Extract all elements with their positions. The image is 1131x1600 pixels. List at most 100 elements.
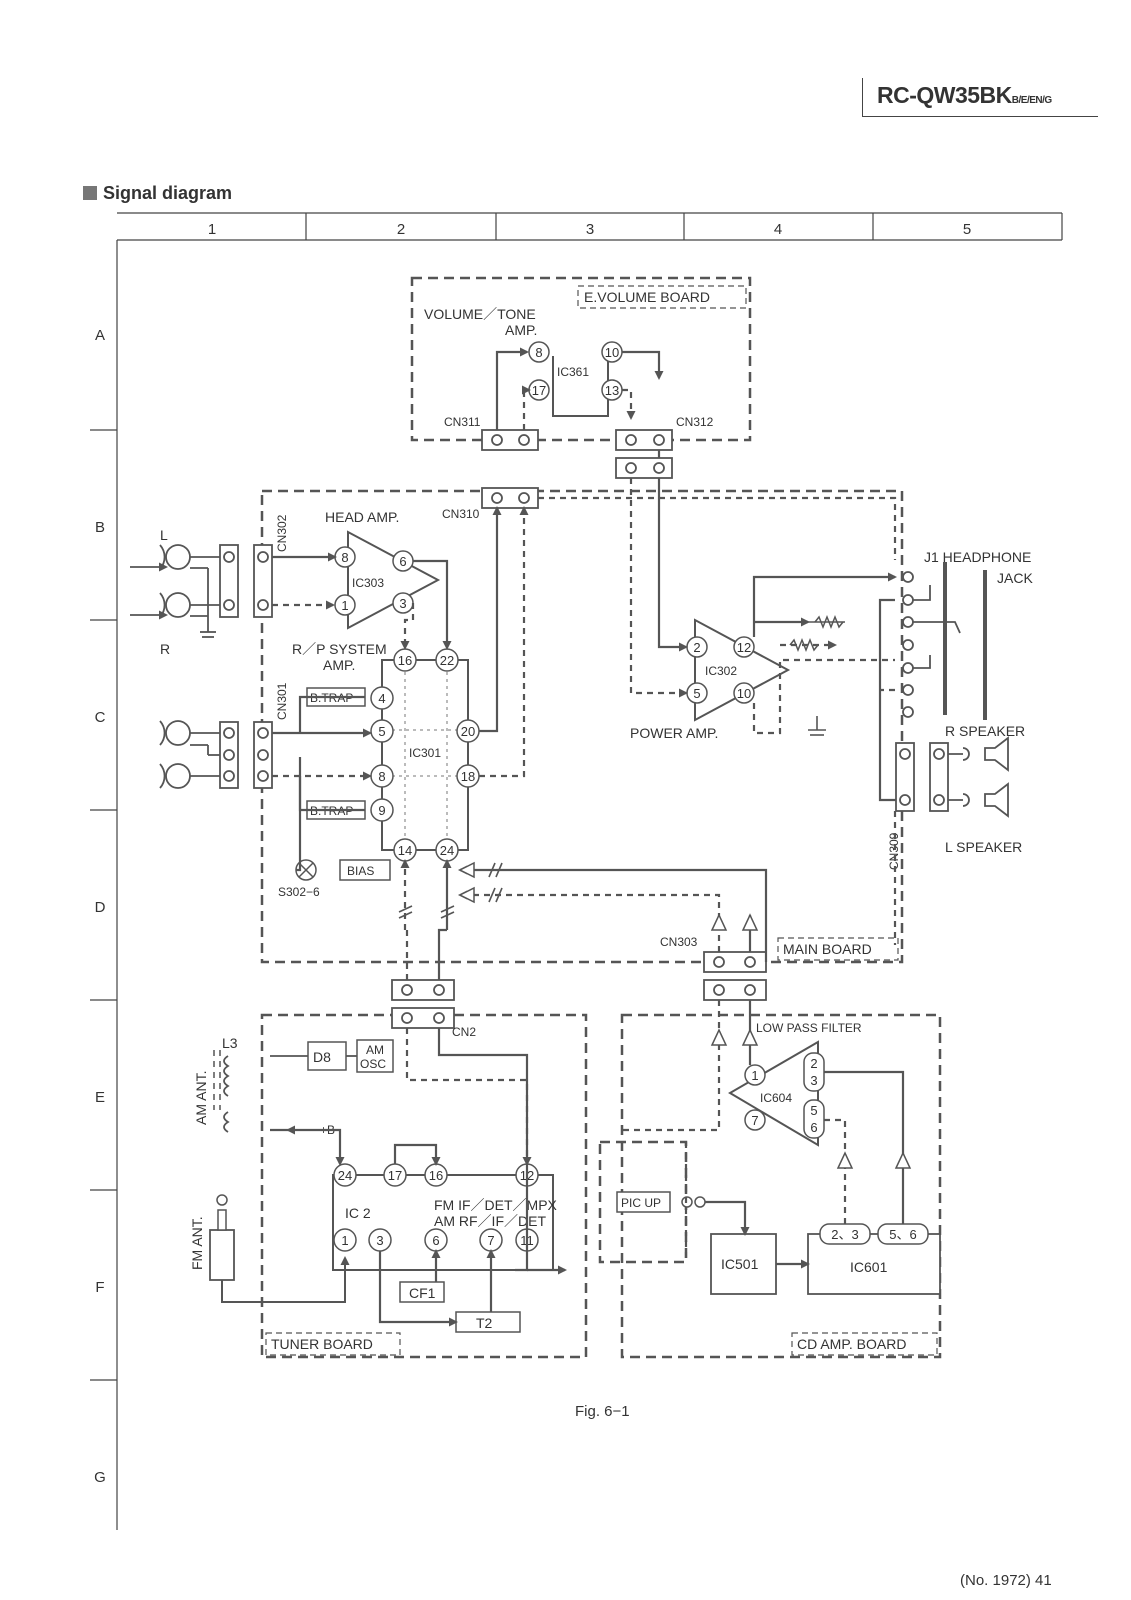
ic601-pin-5-6: 5、6 xyxy=(889,1227,916,1242)
l3-coil-icon xyxy=(223,1055,230,1097)
resistors xyxy=(789,614,844,653)
ic601-label: IC601 xyxy=(850,1259,888,1275)
page-number: (No. 1972) 41 xyxy=(960,1572,1052,1589)
btrap-blocks: B.TRAP B.TRAP BIAS S302−6 xyxy=(278,687,391,899)
am-osc-label-1: AM xyxy=(366,1043,384,1057)
input-l-label: L xyxy=(160,527,168,543)
ic301-block: R／P SYSTEM AMP. IC301 16 22 4 5 20 8 18 … xyxy=(292,641,480,862)
page-title: RC-QW35BKB/E/EN/G xyxy=(877,82,1052,109)
grid-row-b: B xyxy=(95,519,105,536)
signal-lines-dashed xyxy=(272,385,897,1262)
rp-system-label: R／P SYSTEM xyxy=(292,641,387,657)
ic301-pin-22: 22 xyxy=(440,653,454,668)
ic301-pin-14: 14 xyxy=(398,843,412,858)
grid-frame xyxy=(90,212,1063,1530)
grid-col-5: 5 xyxy=(963,221,971,238)
grid-row-e: E xyxy=(95,1089,105,1106)
cn302-label: CN302 xyxy=(275,514,289,552)
ic2-pin-7: 7 xyxy=(487,1233,494,1248)
ic302-label: IC302 xyxy=(705,664,737,678)
model-suffix: B/E/EN/G xyxy=(1011,95,1052,106)
head-amp-label: HEAD AMP. xyxy=(325,509,399,525)
low-pass-filter-label: LOW PASS FILTER xyxy=(756,1021,862,1035)
t2-label: T2 xyxy=(476,1315,493,1331)
ic2-pin-1: 1 xyxy=(341,1233,348,1248)
title-rule xyxy=(862,78,863,116)
cn310-label: CN310 xyxy=(442,507,480,521)
volume-tone-amp-label: AMP. xyxy=(505,322,537,338)
ic301-pin-4: 4 xyxy=(378,691,385,706)
evolume-board-label: E.VOLUME BOARD xyxy=(584,289,710,305)
ic303-pin-6: 6 xyxy=(399,554,406,569)
tuner-board-label: TUNER BOARD xyxy=(271,1336,373,1352)
ic2-function-2: AM RF／IF／DET xyxy=(434,1213,546,1229)
j1-headphone-label: J1 HEADPHONE xyxy=(924,549,1031,565)
bias-label: BIAS xyxy=(347,864,374,878)
heading-marker-icon xyxy=(83,186,97,200)
ic501-label: IC501 xyxy=(721,1256,759,1272)
ic604-pin-7: 7 xyxy=(751,1113,758,1128)
ic303-pin-8: 8 xyxy=(341,550,348,565)
ic303-pin-3: 3 xyxy=(399,596,406,611)
am-osc-label-2: OSC xyxy=(360,1057,386,1071)
ic2-function-1: FM IF／DET／MPX xyxy=(434,1197,558,1213)
ic361-pin-10: 10 xyxy=(605,345,619,360)
ic303-label: IC303 xyxy=(352,576,384,590)
ic604-pin-1: 1 xyxy=(751,1068,758,1083)
grid-row-d: D xyxy=(95,899,106,916)
bias-lamp-icon xyxy=(298,862,314,878)
l-speaker-icon xyxy=(984,782,1009,818)
model-name: RC-QW35BK xyxy=(877,82,1012,108)
connector-labels: CN311 CN312 CN310 CN2 CN303 CN302 CN301 … xyxy=(275,415,901,1039)
ic604-pin-2: 2 xyxy=(810,1056,817,1071)
cd-amp-section: LOW PASS FILTER IC604 1 2 3 5 6 7 PIC UP… xyxy=(616,1021,941,1295)
figure-caption: Fig. 6−1 xyxy=(575,1403,630,1420)
ic301-pin-24: 24 xyxy=(440,843,454,858)
connectors xyxy=(219,429,949,1029)
cn311-label: CN311 xyxy=(444,415,481,429)
rp-system-amp-label: AMP. xyxy=(323,657,355,673)
ic361-pin-8: 8 xyxy=(535,345,542,360)
ic361-block: VOLUME／TONE AMP. IC361 8 10 17 13 xyxy=(424,306,623,417)
ic604-pin-3: 3 xyxy=(810,1073,817,1088)
ic302-pin-12: 12 xyxy=(737,640,751,655)
grid-row-f: F xyxy=(95,1279,104,1296)
grid-col-4: 4 xyxy=(774,221,782,238)
r-speaker-icon xyxy=(984,736,1009,772)
section-title: Signal diagram xyxy=(103,183,233,203)
ic2-pin-24: 24 xyxy=(338,1168,352,1183)
ic301-pin-5: 5 xyxy=(378,724,385,739)
cd-amp-board-label: CD AMP. BOARD xyxy=(797,1336,906,1352)
main-board-outline xyxy=(260,489,904,964)
grid-col-2: 2 xyxy=(397,221,405,238)
ic301-pin-16: 16 xyxy=(398,653,412,668)
cn2-label: CN2 xyxy=(452,1025,476,1039)
cd-signal-arrows xyxy=(458,861,912,1169)
tape-input-jacks xyxy=(130,544,220,638)
cn312-label: CN312 xyxy=(676,415,714,429)
ic361-pin-17: 17 xyxy=(532,383,546,398)
title-underline xyxy=(862,116,1098,117)
tuner-section: L3 AM ANT. D8 AM OSC +B FM ANT. IC 2 FM … xyxy=(189,1035,558,1333)
ic302-block: IC302 2 12 5 10 POWER AMP. xyxy=(630,618,791,741)
board-labels: E.VOLUME BOARD MAIN BOARD TUNER BOARD CD… xyxy=(265,285,938,1356)
ic361-pin-13: 13 xyxy=(605,383,619,398)
ic303-block: HEAD AMP. IC303 8 6 1 3 xyxy=(325,509,441,630)
ic302-pin-5: 5 xyxy=(693,686,700,701)
ic2-pin-6: 6 xyxy=(432,1233,439,1248)
ic2-label: IC 2 xyxy=(345,1205,371,1221)
r-speaker-label: R SPEAKER xyxy=(945,723,1025,739)
l-speaker-label: L SPEAKER xyxy=(945,839,1022,855)
input-r-label: R xyxy=(160,641,170,657)
grid-row-a: A xyxy=(95,327,105,344)
ic302-pin-2: 2 xyxy=(693,640,700,655)
section-heading: Signal diagram xyxy=(83,183,232,204)
grid-labels: 1 2 3 4 5 A B C D E F G xyxy=(94,221,971,1486)
cn301-label: CN301 xyxy=(275,682,289,720)
ic2-pin-17: 17 xyxy=(388,1168,402,1183)
ic301-pin-18: 18 xyxy=(461,769,475,784)
ic601-pin-2-3: 2、3 xyxy=(831,1227,858,1242)
power-amp-label: POWER AMP. xyxy=(630,725,718,741)
ic302-pin-10: 10 xyxy=(737,686,751,701)
ic361-label: IC361 xyxy=(557,365,589,379)
